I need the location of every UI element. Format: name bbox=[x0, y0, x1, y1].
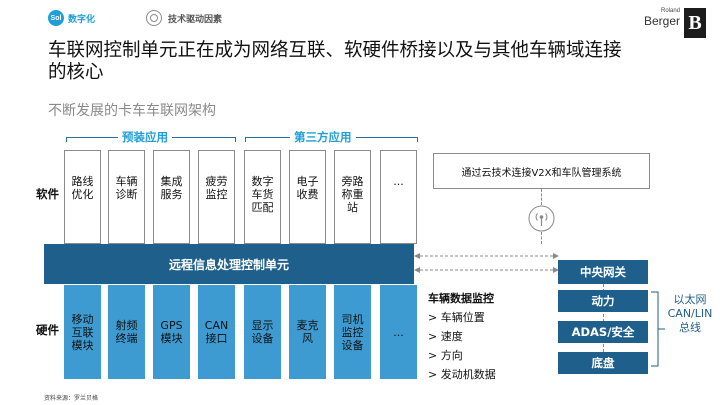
monitoring-items: > 车辆位置 > 速度 > 方向 > 发动机数据 bbox=[428, 309, 496, 382]
hardware-box-line: 设备 bbox=[251, 332, 274, 345]
hardware-box-line: 司机 bbox=[341, 312, 364, 326]
software-box-line: 数字 bbox=[251, 175, 274, 188]
hardware-box-line: 接口 bbox=[205, 332, 228, 345]
antenna-icon bbox=[528, 205, 555, 232]
software-box: 疲劳监控 bbox=[198, 150, 235, 244]
software-box-line: 称重 bbox=[341, 188, 364, 201]
vehicle-domain-box: 底盘 bbox=[558, 352, 648, 374]
brand-big-text: Berger bbox=[643, 14, 680, 28]
cloud-dashed-link bbox=[541, 189, 542, 205]
page-title: 车联网控制单元正在成为网络互联、软硬件桥接以及与其他车辆域连接 的核心 bbox=[48, 40, 688, 84]
software-box: 路线优化 bbox=[64, 150, 101, 244]
thirdparty-label: 第三方应用 bbox=[290, 129, 356, 145]
hardware-box-line: CAN bbox=[204, 319, 229, 332]
software-box: 旁路称重站 bbox=[334, 150, 371, 244]
antenna-dashed-link bbox=[541, 232, 542, 244]
brand-small-text: Roland bbox=[660, 8, 680, 14]
bracket-tick bbox=[417, 137, 418, 142]
software-box-line: 路线 bbox=[71, 175, 94, 188]
hardware-box-line: 麦克 bbox=[296, 319, 319, 332]
hardware-box-line: 终端 bbox=[115, 332, 138, 345]
software-box-line: 监控 bbox=[205, 188, 228, 201]
software-box: 集成服务 bbox=[153, 150, 190, 244]
software-box-line: 服务 bbox=[160, 188, 183, 201]
brand-logo: Roland Berger bbox=[640, 8, 680, 28]
hardware-box-line: 风 bbox=[302, 332, 313, 345]
software-box: 电子收费 bbox=[289, 150, 326, 244]
monitoring-item: > 方向 bbox=[428, 349, 463, 362]
hardware-box: 射频终端 bbox=[108, 285, 145, 379]
tcu-dashed-arrows bbox=[414, 253, 559, 273]
software-box-line: 电子 bbox=[296, 175, 319, 188]
bus-bracket bbox=[651, 291, 665, 367]
software-box: 车辆诊断 bbox=[108, 150, 145, 244]
tech-driver-label: 技术驱动因素 bbox=[168, 15, 223, 25]
software-box-line: 诊断 bbox=[115, 188, 138, 201]
hardware-box-line: 模块 bbox=[160, 332, 183, 345]
software-box-line: 收费 bbox=[296, 188, 319, 201]
hardware-box: 司机监控设备 bbox=[334, 285, 371, 379]
software-box-line: 旁路 bbox=[341, 175, 364, 188]
digital-badge-icon: Sol bbox=[48, 10, 64, 26]
hardware-box: 移动互联模块 bbox=[64, 285, 101, 379]
page-title-line2: 的核心 bbox=[48, 62, 104, 83]
hardware-box-line: ... bbox=[393, 325, 404, 339]
monitoring-item: > 车辆位置 bbox=[428, 311, 485, 324]
page-title-line1: 车联网控制单元正在成为网络互联、软硬件桥接以及与其他车辆域连接 bbox=[48, 40, 622, 61]
hardware-box: 显示设备 bbox=[244, 285, 281, 379]
bus-label: 以太网 CAN/LIN 总线 bbox=[664, 293, 716, 335]
hardware-box: ... bbox=[380, 285, 417, 379]
hardware-box-line: 监控 bbox=[341, 325, 364, 339]
bracket-tick bbox=[66, 137, 67, 142]
central-gateway-box: 中央网关 bbox=[558, 260, 648, 284]
software-box-line: ... bbox=[393, 175, 404, 188]
source-note: 资料来源：罗兰贝格 bbox=[44, 395, 99, 402]
bus-label-line: CAN/LIN bbox=[667, 307, 713, 320]
hardware-box-line: 显示 bbox=[251, 319, 274, 332]
hardware-box-line: 互联 bbox=[71, 325, 94, 339]
page-subtitle: 不断发展的卡车车联网架构 bbox=[48, 103, 216, 119]
hardware-box-line: 模块 bbox=[71, 338, 94, 352]
software-box: ... bbox=[380, 150, 417, 244]
software-row-label: 软件 bbox=[36, 187, 59, 201]
monitoring-title: 车辆数据监控 bbox=[428, 292, 494, 305]
software-box-line: 疲劳 bbox=[205, 175, 228, 188]
hardware-box-line: GPS bbox=[160, 319, 183, 332]
bracket-tick bbox=[245, 137, 246, 142]
gateway-dashed-link bbox=[603, 284, 604, 352]
hardware-box: 麦克风 bbox=[289, 285, 326, 379]
bus-label-line: 总线 bbox=[679, 321, 701, 334]
software-box-line: 车辆 bbox=[115, 175, 138, 188]
monitoring-item: > 发动机数据 bbox=[428, 368, 496, 381]
tech-driver-icon bbox=[146, 10, 162, 26]
monitoring-item: > 速度 bbox=[428, 330, 463, 343]
brand-mark-icon: B bbox=[684, 8, 706, 38]
telematics-control-unit-bar: 远程信息处理控制单元 bbox=[44, 244, 414, 284]
software-box-line: 优化 bbox=[71, 188, 94, 201]
vehicle-domain-box: 动力 bbox=[558, 290, 648, 312]
software-box-line: 车货 bbox=[251, 188, 274, 201]
hardware-box-line: 移动 bbox=[71, 312, 94, 326]
digital-badge-label: 数字化 bbox=[68, 15, 96, 25]
software-box-line: 站 bbox=[347, 201, 358, 214]
cloud-connection-box: 通过云技术连接V2X和车队管理系统 bbox=[433, 153, 650, 189]
software-box-line: 集成 bbox=[160, 175, 183, 188]
software-box-line: 匹配 bbox=[251, 201, 274, 214]
hardware-box-line: 设备 bbox=[341, 338, 364, 352]
hardware-box-line: 射频 bbox=[115, 319, 138, 332]
preinstalled-label: 预装应用 bbox=[118, 129, 172, 145]
bus-label-line: 以太网 bbox=[673, 293, 707, 306]
software-box: 数字车货匹配 bbox=[244, 150, 281, 244]
bracket-tick bbox=[235, 137, 236, 142]
vehicle-domain-box: ADAS/安全 bbox=[558, 321, 648, 343]
hardware-row-label: 硬件 bbox=[36, 323, 59, 337]
vehicle-data-monitoring: 车辆数据监控 > 车辆位置 > 速度 > 方向 > 发动机数据 bbox=[428, 290, 496, 382]
